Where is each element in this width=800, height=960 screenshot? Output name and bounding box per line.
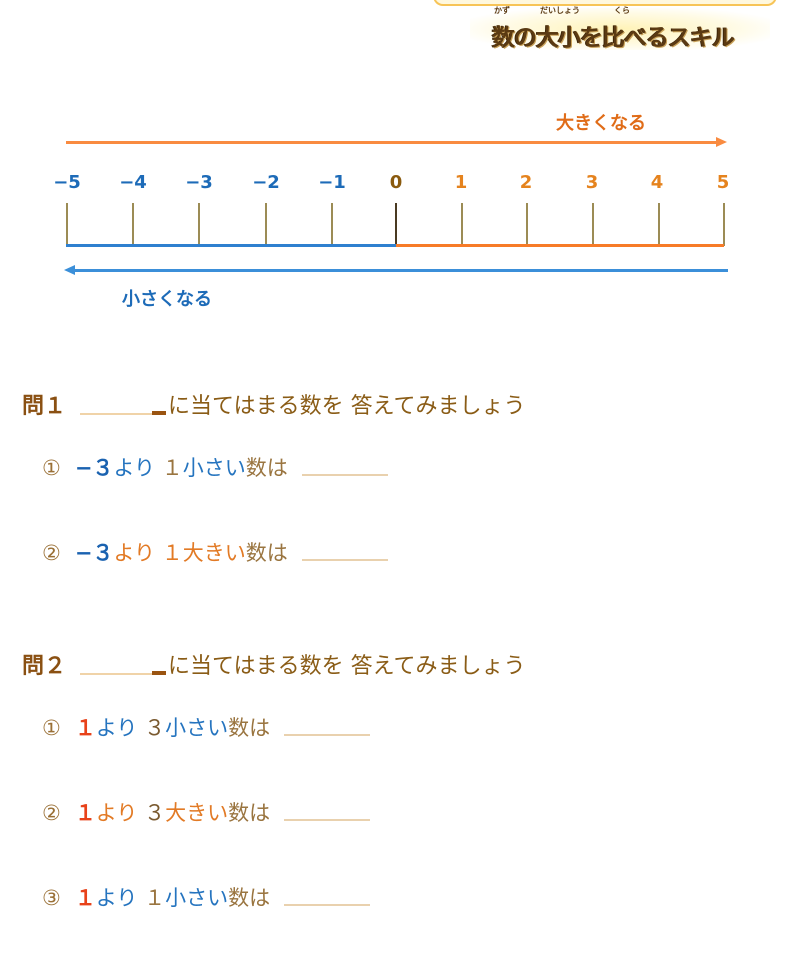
bigger-arrow-line — [66, 141, 718, 144]
item-tail: 数は — [228, 886, 271, 910]
item-base: １ — [74, 801, 96, 825]
tick-mark — [66, 203, 68, 246]
blank-example — [80, 413, 153, 415]
answer-blank[interactable] — [284, 722, 371, 736]
tick-mark — [198, 203, 200, 246]
item-tail: 数は — [245, 541, 288, 565]
page-title: 数の大小を比べるスキル — [492, 25, 735, 51]
answer-blank[interactable] — [301, 462, 388, 476]
item-from: より — [113, 541, 156, 565]
item-mark: ② — [42, 541, 61, 565]
question-instruction: に当てはまる数を 答えてみましょう — [168, 394, 526, 419]
bigger-direction-label: 大きくなる — [556, 113, 646, 134]
blank-example-end — [152, 411, 167, 415]
tick-mark — [132, 203, 134, 246]
question-number: 問１ — [22, 394, 67, 419]
item-amount: ３ — [144, 716, 166, 740]
question-1-header: 問１ に当てはまる数を 答えてみましょう — [22, 388, 525, 420]
tick-mark-zero — [395, 203, 397, 246]
banner-ruby: かず — [494, 6, 510, 15]
blank-example — [80, 673, 153, 675]
item-from: より — [95, 801, 138, 825]
tick-mark — [592, 203, 594, 246]
item-mark: ③ — [42, 886, 61, 910]
item-direction: 大きい — [165, 801, 229, 825]
item-from: より — [95, 886, 138, 910]
item-from: より — [95, 716, 138, 740]
item-mark: ② — [42, 801, 61, 825]
item-amount: １ — [161, 456, 183, 480]
item-direction: 小さい — [165, 886, 229, 910]
item-amount: １ — [144, 886, 166, 910]
item-amount: ３ — [144, 801, 166, 825]
item-tail: 数は — [228, 716, 271, 740]
item-base: １ — [74, 886, 96, 910]
item-from: より — [113, 456, 156, 480]
smaller-arrow-line — [74, 269, 728, 272]
item-direction: 小さい — [182, 456, 246, 480]
tick-label: 1 — [454, 172, 468, 193]
smaller-direction-label: 小さくなる — [122, 289, 212, 310]
tick-label: −5 — [53, 172, 81, 193]
item-mark: ① — [42, 716, 61, 740]
negative-segment — [66, 244, 396, 247]
blank-example-end — [152, 671, 167, 675]
answer-blank[interactable] — [284, 807, 371, 821]
arrow-left-icon — [64, 265, 75, 275]
arrow-right-icon — [716, 137, 727, 147]
tick-mark — [526, 203, 528, 246]
tick-label: −4 — [119, 172, 147, 193]
item-mark: ① — [42, 456, 61, 480]
question-1-item-2: ② −３より １大きい数は — [42, 537, 388, 567]
item-direction: 小さい — [165, 716, 229, 740]
question-instruction: に当てはまる数を 答えてみましょう — [168, 654, 526, 679]
item-amount: １ — [161, 541, 183, 565]
banner-frame — [433, 0, 777, 6]
answer-blank[interactable] — [284, 892, 371, 906]
banner-glow — [470, 8, 770, 50]
tick-mark — [265, 203, 267, 246]
tick-label: 2 — [519, 172, 533, 193]
tick-label: 4 — [650, 172, 664, 193]
item-tail: 数は — [228, 801, 271, 825]
positive-segment — [396, 244, 724, 247]
item-direction: 大きい — [182, 541, 246, 565]
question-2-header: 問２ に当てはまる数を 答えてみましょう — [22, 648, 525, 680]
tick-label: −2 — [252, 172, 280, 193]
question-1-item-1: ① −３より １小さい数は — [42, 452, 388, 482]
item-base: −３ — [74, 456, 114, 480]
item-base: １ — [74, 716, 96, 740]
tick-label: −1 — [318, 172, 346, 193]
tick-label: 3 — [585, 172, 599, 193]
banner-ruby: くら — [614, 6, 630, 15]
tick-mark — [461, 203, 463, 246]
item-tail: 数は — [245, 456, 288, 480]
question-number: 問２ — [22, 654, 67, 679]
tick-mark — [331, 203, 333, 246]
item-base: −３ — [74, 541, 114, 565]
tick-label: −3 — [185, 172, 213, 193]
tick-label: 5 — [716, 172, 730, 193]
answer-blank[interactable] — [301, 547, 388, 561]
tick-mark — [658, 203, 660, 246]
tick-mark — [723, 203, 725, 246]
tick-label: 0 — [389, 172, 403, 193]
banner-ruby: だいしょう — [540, 6, 580, 15]
